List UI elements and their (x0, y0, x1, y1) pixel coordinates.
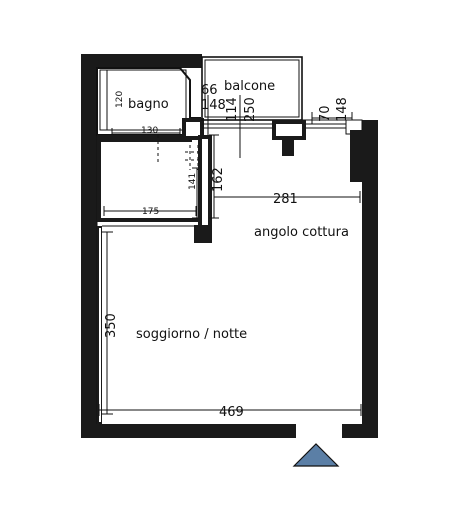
kitchen-column (272, 112, 364, 182)
right-wall (362, 120, 378, 438)
soggiorno-label: soggiorno / notte (136, 327, 247, 342)
top-wall-bath (81, 54, 202, 68)
entrance-triangle-icon (292, 443, 340, 467)
dim-bagno-height: 120 (115, 91, 125, 108)
dim-window-a: 70 (318, 105, 333, 122)
bathroom (96, 67, 204, 142)
dim-window-b: 148 (335, 97, 350, 122)
dim-kitchen-width: 281 (273, 192, 298, 207)
dim-room-height: 350 (104, 313, 119, 338)
angolo-cottura-label: angolo cottura (254, 225, 349, 240)
main-room (97, 191, 362, 424)
balcone-label: balcone (224, 79, 275, 94)
dim-room-width: 469 (219, 405, 244, 420)
dim-balcone-d: 250 (243, 97, 258, 122)
balcony (201, 56, 352, 158)
bagno-label: bagno (128, 97, 169, 112)
dim-balcone-c: 114 (225, 97, 240, 122)
dim-corridor-height: 141 (188, 173, 198, 190)
dim-bagno-width: 130 (141, 126, 158, 136)
partition (194, 134, 219, 243)
dim-balcone-b: 148 (201, 98, 226, 113)
bottom-wall-left (81, 424, 296, 438)
dim-kitchen-depth: 162 (211, 167, 226, 192)
dim-balcone-a: 66 (201, 83, 218, 98)
outer-walls (81, 54, 378, 438)
dim-closet-width: 175 (142, 207, 159, 217)
left-wall (81, 54, 97, 438)
